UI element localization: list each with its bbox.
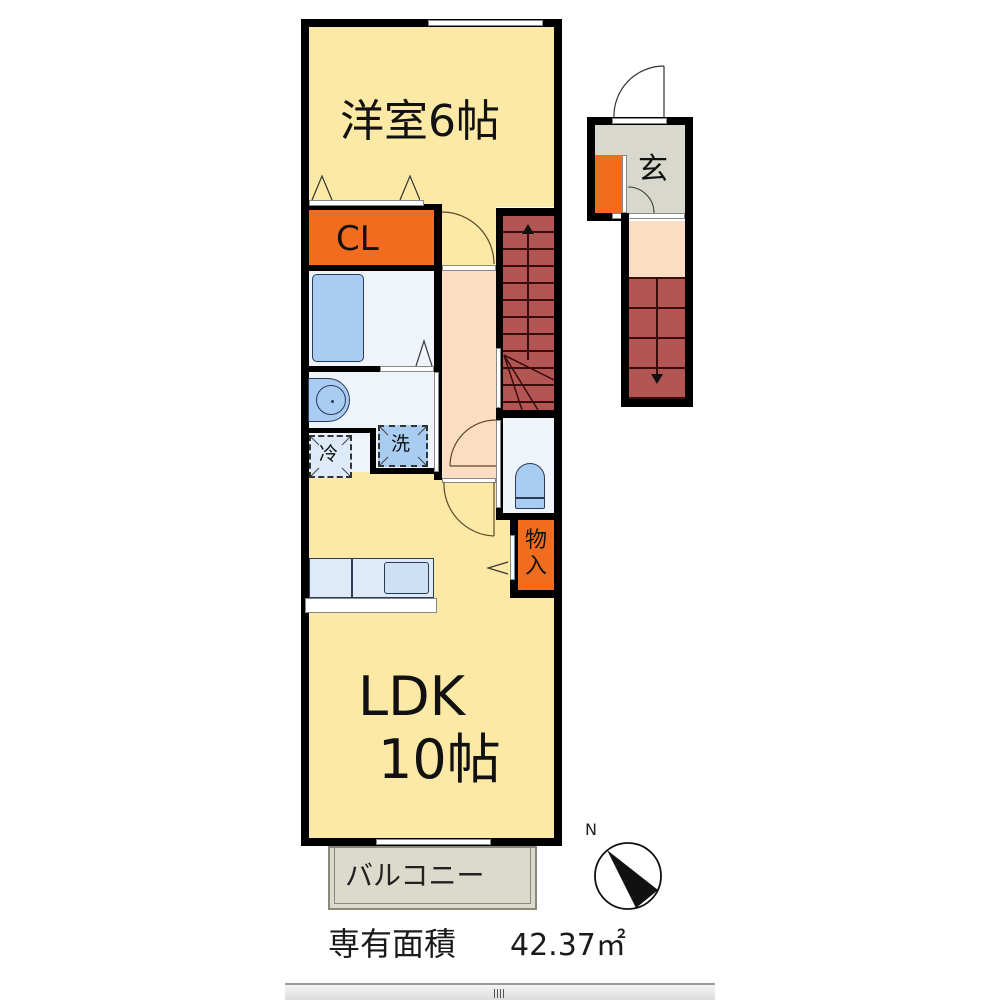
- ldk-window: [376, 839, 491, 845]
- balcony-inner-rail: [334, 846, 531, 904]
- stairwell-wall-left: [621, 213, 629, 407]
- stairs-down-center: [656, 277, 658, 377]
- hallway-door-swing[interactable]: [448, 418, 498, 468]
- entrance-wall-right: [685, 117, 693, 407]
- wash-wall-bottom-left: [301, 428, 371, 433]
- stair-landing: [629, 221, 685, 277]
- stairs-arrow-icon: [522, 224, 534, 234]
- toilet-door-slider[interactable]: [496, 420, 501, 508]
- horizontal-scrollbar-thumb[interactable]: [285, 983, 715, 1000]
- bedroom-door-swing[interactable]: [442, 210, 502, 270]
- closet: [309, 210, 434, 265]
- bath-door-mark: [415, 339, 433, 367]
- ldk-door-swing[interactable]: [442, 480, 498, 540]
- wash-wall-bottom: [370, 468, 442, 474]
- compass-icon: [594, 842, 662, 910]
- closet-label: CL: [336, 219, 379, 259]
- closet-door-marks: [311, 174, 420, 201]
- compass-north-label: N: [585, 820, 597, 839]
- scrollbar-grip-icon: [494, 989, 504, 998]
- bathtub: [312, 274, 364, 362]
- storage-label: 物入: [524, 528, 547, 579]
- entrance-wall-left: [587, 117, 595, 221]
- stair-wall-bottom: [496, 410, 562, 418]
- outer-wall-right: [554, 19, 562, 846]
- storage: [518, 520, 554, 590]
- hallway-floor: [440, 265, 496, 480]
- inner-entrance-door-swing[interactable]: [628, 185, 658, 215]
- balcony-label: バルコニー: [345, 859, 485, 892]
- area-label: 専有面積: [328, 925, 457, 963]
- washer-label: 洗: [391, 433, 411, 455]
- corridor-floor: [440, 205, 496, 265]
- fridge-space-cross: [311, 437, 350, 476]
- closet-wall-top: [301, 204, 442, 210]
- shoe-cabinet: [595, 155, 623, 213]
- entrance-door-threshold: [612, 118, 667, 124]
- ldk-label: LDK: [358, 665, 466, 728]
- stairwell-wall-bottom: [621, 399, 693, 407]
- closet-wall-bottom: [301, 265, 442, 271]
- kitchen-sink: [384, 562, 429, 594]
- stair-wall-top: [496, 208, 562, 216]
- toilet: [515, 463, 545, 509]
- ldk-size-label: 10帖: [378, 728, 501, 791]
- bedroom-floor: [309, 27, 554, 207]
- toilet-wall-bottom: [496, 513, 562, 520]
- entrance-door-swing[interactable]: [610, 62, 670, 122]
- inner-entrance-threshold: [612, 213, 685, 219]
- storage-wall-bottom: [510, 590, 562, 598]
- storage-door-mark: [486, 561, 509, 575]
- fridge-label: 冷: [319, 443, 339, 465]
- washbasin-drain-dot: [331, 400, 334, 403]
- balcony: [328, 846, 537, 910]
- toilet-tank-line: [516, 497, 544, 499]
- entrance-label: 玄: [638, 152, 668, 187]
- bedroom-label: 洋室6帖: [340, 96, 500, 147]
- entrance-wall-bottom: [587, 213, 627, 221]
- washer-space-cross: [380, 427, 426, 465]
- washbasin-drain: [316, 385, 346, 415]
- closet-wall-right: [434, 204, 442, 480]
- wash-wall-step: [370, 428, 376, 474]
- ldk-door-threshold: [442, 478, 496, 483]
- bath-wall-bottom: [301, 366, 381, 372]
- washer-space: [378, 425, 428, 467]
- bedroom-window: [428, 20, 543, 26]
- stair-side-slider: [496, 348, 501, 408]
- bedroom-door-threshold: [442, 265, 496, 271]
- closet-door-opening: [309, 200, 424, 206]
- stairs-center-line: [527, 230, 529, 360]
- stairs-winder-lines: [503, 354, 554, 410]
- shoe-cabinet-edge: [622, 155, 627, 213]
- kitchen-divider: [351, 558, 353, 598]
- washroom-door-slider[interactable]: [434, 372, 439, 472]
- kitchen-bar-top: [305, 598, 437, 613]
- area-value: 42.37㎡: [510, 928, 626, 963]
- bath-door-opening: [380, 366, 434, 372]
- storage-door-slider[interactable]: [510, 535, 515, 580]
- stairs-down-arrow-icon: [651, 374, 663, 384]
